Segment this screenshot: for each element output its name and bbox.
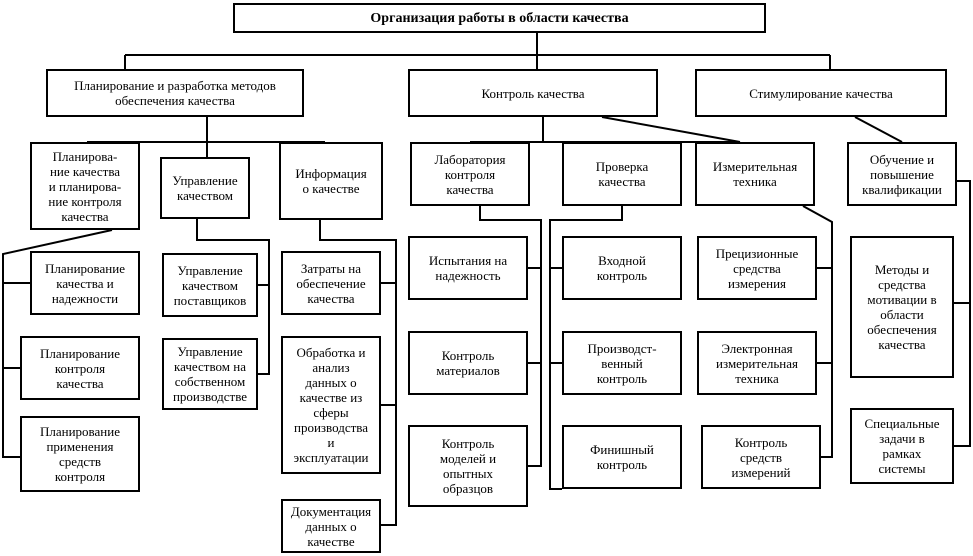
info-data-documentation: Документация данных о качестве [281, 499, 381, 553]
control-final: Финишный контроль [562, 425, 682, 489]
connector-line [196, 219, 270, 375]
info-data-processing: Обработка и анализ данных о качестве из … [281, 336, 381, 474]
control-measuring: Измерительная техника [695, 142, 815, 206]
management-production: Управление качеством на собственном прои… [162, 338, 258, 410]
branch-planning: Планирование и разработка методов обеспе… [46, 69, 304, 117]
control-precision-instruments: Прецизионные средства измерения [697, 236, 817, 300]
control-reliability-tests: Испытания на надежность [408, 236, 528, 300]
connector-line [854, 116, 903, 143]
control-quality-check: Проверка качества [562, 142, 682, 206]
control-instruments-control: Контроль средств измерений [701, 425, 821, 489]
stimulation-training: Обучение и повышение квалификации [847, 142, 957, 206]
connector-line [2, 229, 113, 458]
stimulation-motivation: Методы и средства мотивации в области об… [850, 236, 954, 378]
control-laboratory: Лаборатория контроля качества [410, 142, 530, 206]
planning-control: Планирование контроля качества [20, 336, 140, 400]
control-incoming: Входной контроль [562, 236, 682, 300]
branch-stimulation: Стимулирование качества [695, 69, 947, 117]
connector-line [601, 116, 741, 143]
management-suppliers: Управление качеством поставщиков [162, 253, 258, 317]
connector-line [954, 180, 971, 447]
connector-line [549, 206, 623, 490]
connector-line [479, 206, 542, 467]
connector-line [802, 205, 833, 458]
branch-control: Контроль качества [408, 69, 658, 117]
stimulation-special-tasks: Специальные задачи в рамках системы [850, 408, 954, 484]
planning-quality-management: Управление качеством [160, 157, 250, 219]
control-production: Производст- венный контроль [562, 331, 682, 395]
planning-reliability: Планирование качества и надежности [30, 251, 140, 315]
control-materials: Контроль материалов [408, 331, 528, 395]
info-quality-costs: Затраты на обеспечение качества [281, 251, 381, 315]
root-box: Организация работы в области качества [233, 3, 766, 33]
planning-quality-planning: Планирова- ние качества и планирова- ние… [30, 142, 140, 230]
planning-control-means: Планирование применения средств контроля [20, 416, 140, 492]
control-prototypes: Контроль моделей и опытных образцов [408, 425, 528, 507]
control-electronic-measuring: Электронная измерительная техника [697, 331, 817, 395]
planning-quality-information: Информация о качестве [279, 142, 383, 220]
connector-line [319, 220, 397, 526]
